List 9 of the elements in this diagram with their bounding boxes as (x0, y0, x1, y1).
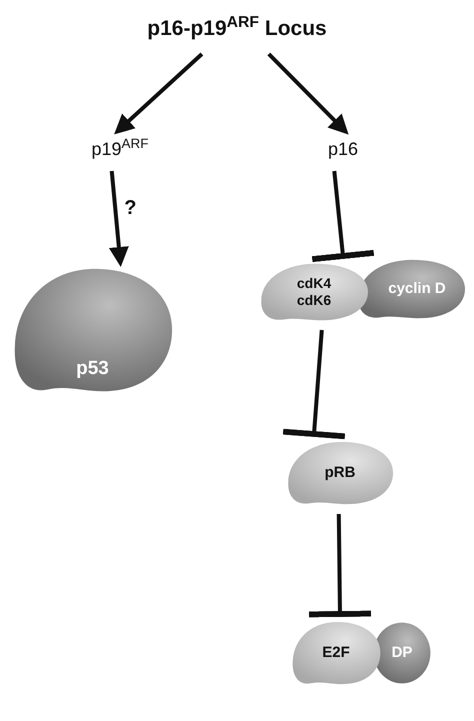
protein-label: pRB (324, 462, 356, 483)
gene-label: p16 (316, 135, 370, 163)
protein-label: cdK4 cdK6 (296, 274, 332, 310)
protein-label: p53 (76, 356, 109, 380)
gene-label: p19$^{ARF}$ (76, 135, 164, 163)
protein-label: DP (392, 642, 412, 663)
protein-label: cyclin D (388, 278, 446, 299)
gene-label: p16-p19$^{ARF}$ Locus (107, 12, 367, 46)
protein-label: E2F (322, 642, 350, 663)
